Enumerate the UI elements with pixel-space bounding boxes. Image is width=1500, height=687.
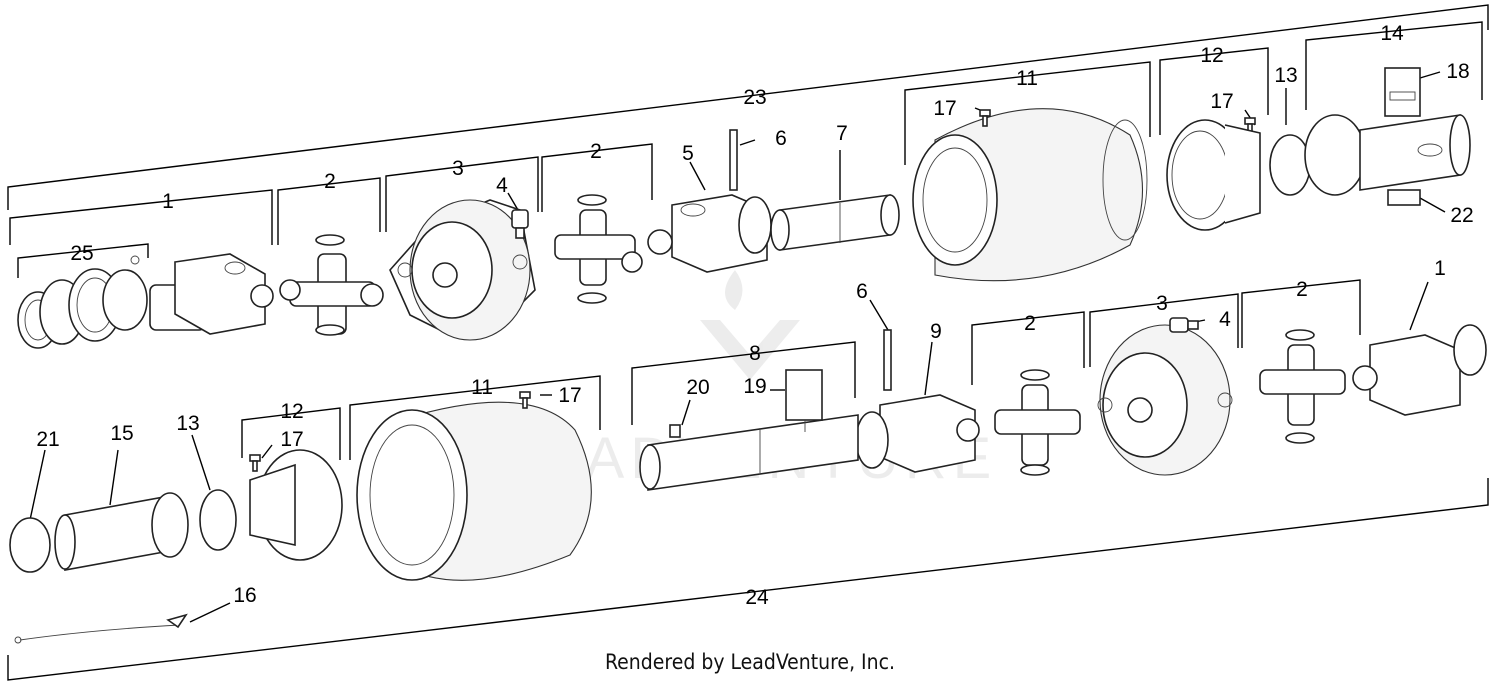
callout-6: 6 — [856, 280, 868, 303]
assembly-bracket — [7, 4, 1489, 681]
callout-labels: 23 24 1 25 2 3 4 2 5 6 7 11 17 12 17 13 … — [36, 22, 1473, 609]
part-2-cross-upper-b — [554, 194, 643, 304]
callout-17: 17 — [933, 97, 956, 120]
callout-20: 20 — [686, 376, 709, 399]
part-3-cv-housing-upper — [389, 199, 536, 341]
callout-11: 11 — [471, 376, 493, 399]
part-2-cross-upper-a — [279, 234, 384, 336]
callout-17: 17 — [280, 428, 303, 451]
callout-23: 23 — [743, 86, 766, 109]
watermark — [700, 270, 800, 380]
part-6-pin-upper — [729, 129, 738, 191]
part-17-screw-lower-a — [519, 391, 531, 409]
part-11-outer-shield-upper — [912, 108, 1148, 282]
callout-17: 17 — [1210, 90, 1233, 113]
part-17-screw-upper-a — [979, 109, 991, 127]
callout-19: 19 — [743, 375, 766, 398]
callout-3: 3 — [1156, 292, 1168, 315]
leader-lines — [29, 71, 1446, 623]
part-22-decal — [1387, 189, 1421, 206]
callout-2: 2 — [1024, 312, 1036, 335]
part-14-shield-tube-upper — [1304, 114, 1471, 196]
callout-18: 18 — [1446, 60, 1469, 83]
part-17-screw-lower-b — [249, 454, 261, 472]
callout-17: 17 — [558, 384, 581, 407]
callout-2: 2 — [324, 170, 336, 193]
part-15-shield-tube-lower — [54, 492, 189, 571]
part-12-shield-cone-upper — [1166, 119, 1261, 231]
callout-21: 21 — [36, 428, 59, 451]
part-16-safety-chain — [14, 613, 188, 644]
callout-13: 13 — [176, 412, 199, 435]
sub-brackets — [9, 21, 1483, 460]
part-25-bearing-rings — [17, 255, 148, 349]
callout-24: 24 — [745, 586, 769, 609]
callout-15: 15 — [110, 422, 133, 445]
callout-9: 9 — [930, 320, 942, 343]
part-13-retaining-ring-upper — [1269, 134, 1311, 196]
callout-6: 6 — [775, 127, 787, 150]
callout-2: 2 — [590, 140, 602, 163]
callout-3: 3 — [452, 157, 464, 180]
footer-credit: Rendered by LeadVenture, Inc. — [605, 650, 895, 674]
callout-16: 16 — [233, 584, 256, 607]
part-8-outer-profile-tube — [639, 414, 859, 491]
part-7-inner-profile-tube — [770, 194, 900, 251]
callout-8: 8 — [749, 342, 761, 365]
part-2-cross-lower-a — [1259, 329, 1346, 444]
part-20-fitting — [669, 424, 681, 438]
part-5-inner-yoke — [647, 194, 772, 273]
part-9-inner-yoke-lower — [855, 394, 980, 473]
callout-1: 1 — [162, 190, 174, 213]
callout-13: 13 — [1274, 64, 1297, 87]
callout-2: 2 — [1296, 278, 1308, 301]
callout-4: 4 — [1219, 308, 1231, 331]
part-13-retaining-ring-lower — [199, 489, 237, 551]
callout-12: 12 — [280, 400, 303, 423]
part-12-shield-cone-lower — [249, 449, 343, 561]
part-21-end-ring — [9, 517, 51, 573]
part-19-decal — [785, 369, 823, 432]
part-3-cv-housing-lower — [1097, 324, 1233, 476]
callout-1: 1 — [1434, 257, 1446, 280]
callout-11: 11 — [1016, 67, 1038, 90]
part-18-decal — [1384, 67, 1421, 117]
callout-25: 25 — [70, 242, 93, 265]
part-1-yoke-upper — [149, 253, 274, 335]
part-4-grease-fitting-lower — [1169, 317, 1199, 333]
callout-7: 7 — [836, 122, 848, 145]
part-6-pin-lower — [883, 329, 892, 391]
part-2-cross-lower-b — [994, 369, 1081, 476]
callout-14: 14 — [1380, 22, 1404, 45]
callout-12: 12 — [1200, 44, 1223, 67]
callout-5: 5 — [682, 142, 694, 165]
part-1-yoke-lower — [1352, 324, 1487, 416]
part-4-grease-fitting-upper — [511, 209, 529, 239]
callout-22: 22 — [1450, 204, 1473, 227]
callout-4: 4 — [496, 174, 508, 197]
part-11-outer-shield-lower — [356, 401, 592, 581]
